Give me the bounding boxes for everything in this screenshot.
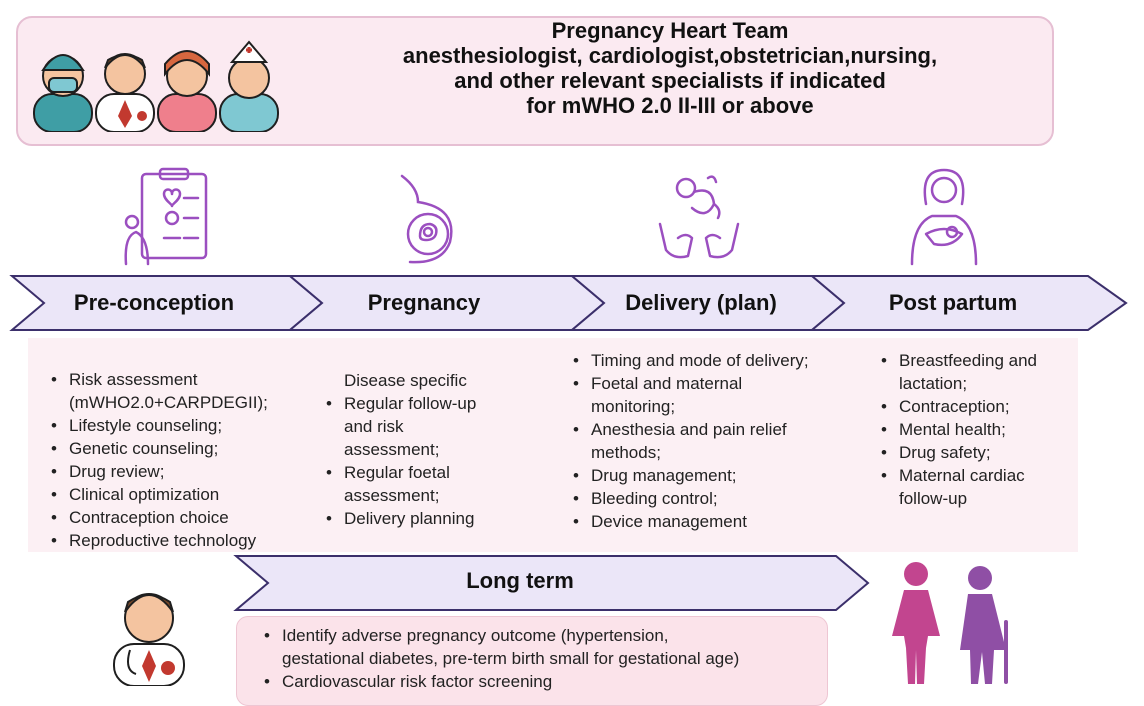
doctor-icon [113, 593, 185, 686]
list-item: and risk [344, 417, 404, 436]
pregnancy-list: Disease specific Regular follow-up and r… [324, 369, 524, 530]
women-figures-icon [892, 562, 1008, 684]
list-item: monitoring; [591, 397, 676, 416]
list-item: Risk assessment [49, 368, 299, 391]
list-item: assessment; [344, 486, 440, 505]
elderly-woman-icon [960, 566, 1008, 684]
list-item: Maternal cardiac [879, 464, 1069, 487]
list-item: Regular follow-up [324, 392, 524, 415]
postpartum-list: Breastfeeding and lactation; Contracepti… [879, 349, 1069, 510]
list-item: assessment; [344, 440, 440, 459]
woman-icon [157, 50, 217, 132]
long-term-label: Long term [466, 568, 574, 593]
list-item: methods; [591, 443, 661, 462]
list-item: Mental health; [879, 418, 1069, 441]
phase-timeline [9, 275, 1128, 331]
team-title: Pregnancy Heart Team [551, 18, 789, 43]
nurse-icon [219, 40, 279, 132]
list-item: Delivery planning [324, 507, 524, 530]
phase-label-pregnancy: Pregnancy [367, 290, 481, 315]
list-item: Lifestyle counseling; [49, 414, 299, 437]
long-term-list: Identify adverse pregnancy outcome (hype… [262, 624, 822, 693]
preconception-list: Risk assessment (mWHO2.0+CARPDEGII); Lif… [49, 368, 299, 552]
team-line: anesthesiologist, cardiologist,obstetric… [402, 43, 938, 68]
phase-label-postpartum: Post partum [888, 290, 1018, 315]
list-item: Contraception choice [49, 506, 299, 529]
list-item: Genetic counseling; [49, 437, 299, 460]
care-team-illustration [33, 40, 279, 132]
list-item: Regular foetal [324, 461, 524, 484]
team-line: and other relevant specialists if indica… [454, 68, 886, 93]
list-item: Clinical optimization [49, 483, 299, 506]
list-item: Device management [571, 510, 831, 533]
list-item: gestational diabetes, pre-term birth sma… [282, 649, 740, 668]
list-item: Foetal and maternal [571, 372, 831, 395]
list-item: Drug review; [49, 460, 299, 483]
list-item: Anesthesia and pain relief [571, 418, 831, 441]
list-item: Contraception; [879, 395, 1069, 418]
list-item: Breastfeeding and [879, 349, 1069, 372]
phase-label-preconception: Pre-conception [73, 290, 235, 315]
woman-figure-icon [892, 562, 940, 684]
surgeon-icon [33, 54, 93, 132]
pregnant-belly-icon [400, 174, 453, 264]
phase-arrow-postpartum [809, 275, 1128, 331]
team-description: Pregnancy Heart Team anesthesiologist, c… [290, 18, 1050, 118]
mother-holding-baby-icon [910, 168, 978, 266]
team-line: for mWHO 2.0 II-III or above [526, 93, 814, 118]
list-item: Bleeding control; [571, 487, 831, 510]
list-item: Timing and mode of delivery; [571, 349, 831, 372]
baby-in-hands-icon [658, 175, 740, 259]
list-item: lactation; [899, 374, 968, 393]
long-term-arrow [233, 555, 870, 611]
delivery-list: Timing and mode of delivery; Foetal and … [571, 349, 831, 533]
list-item: Drug management; [571, 464, 831, 487]
clipboard-checklist-icon [124, 167, 208, 266]
long-term-timeline [233, 555, 870, 611]
list-item: follow-up [899, 489, 968, 508]
phase-label-delivery: Delivery (plan) [625, 290, 777, 315]
doctor-icon [95, 53, 155, 132]
list-item: Reproductive technology [49, 529, 299, 552]
list-item: (mWHO2.0+CARPDEGII); [69, 393, 268, 412]
list-item: Identify adverse pregnancy outcome (hype… [262, 624, 822, 647]
list-item: Disease specific [344, 371, 467, 390]
list-item: Drug safety; [879, 441, 1069, 464]
list-item: Cardiovascular risk factor screening [262, 670, 822, 693]
